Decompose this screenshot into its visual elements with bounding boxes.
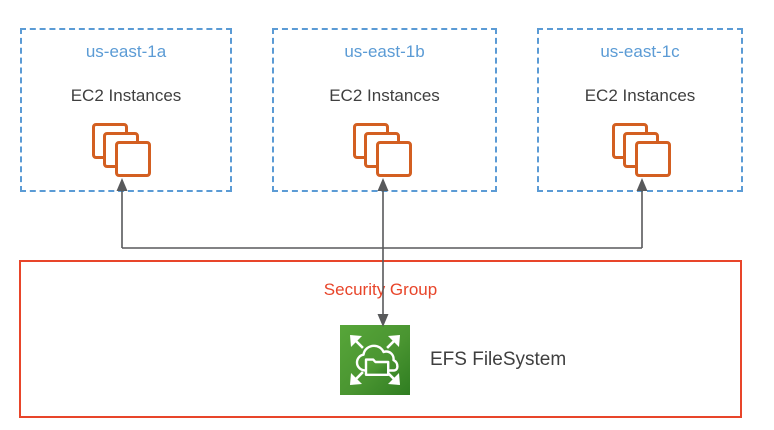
ec2-square-front [376, 141, 412, 177]
az-resource-label-us-east-1b: EC2 Instances [329, 86, 440, 105]
availability-zone-us-east-1c [537, 28, 743, 192]
az-label-us-east-1c: us-east-1c [600, 42, 680, 61]
az-resource-label-us-east-1c: EC2 Instances [584, 86, 696, 105]
efs-filesystem-label: EFS FileSystem [430, 349, 567, 370]
ec2-square-front [115, 141, 151, 177]
availability-zone-us-east-1b [272, 28, 497, 192]
ec2-square-front [635, 141, 671, 177]
ec2-instances-icon [612, 123, 674, 177]
ec2-instances-icon [353, 123, 415, 177]
az-label-us-east-1b: us-east-1b [344, 42, 425, 61]
security-group-box [19, 260, 742, 418]
security-group-label: Security Group [323, 280, 438, 299]
efs-icon-svg [340, 325, 410, 395]
az-label-us-east-1a: us-east-1a [85, 42, 167, 61]
availability-zone-us-east-1a [20, 28, 232, 192]
efs-filesystem-icon [340, 325, 410, 395]
ec2-instances-icon [92, 123, 154, 177]
az-resource-label-us-east-1a: EC2 Instances [70, 86, 182, 105]
